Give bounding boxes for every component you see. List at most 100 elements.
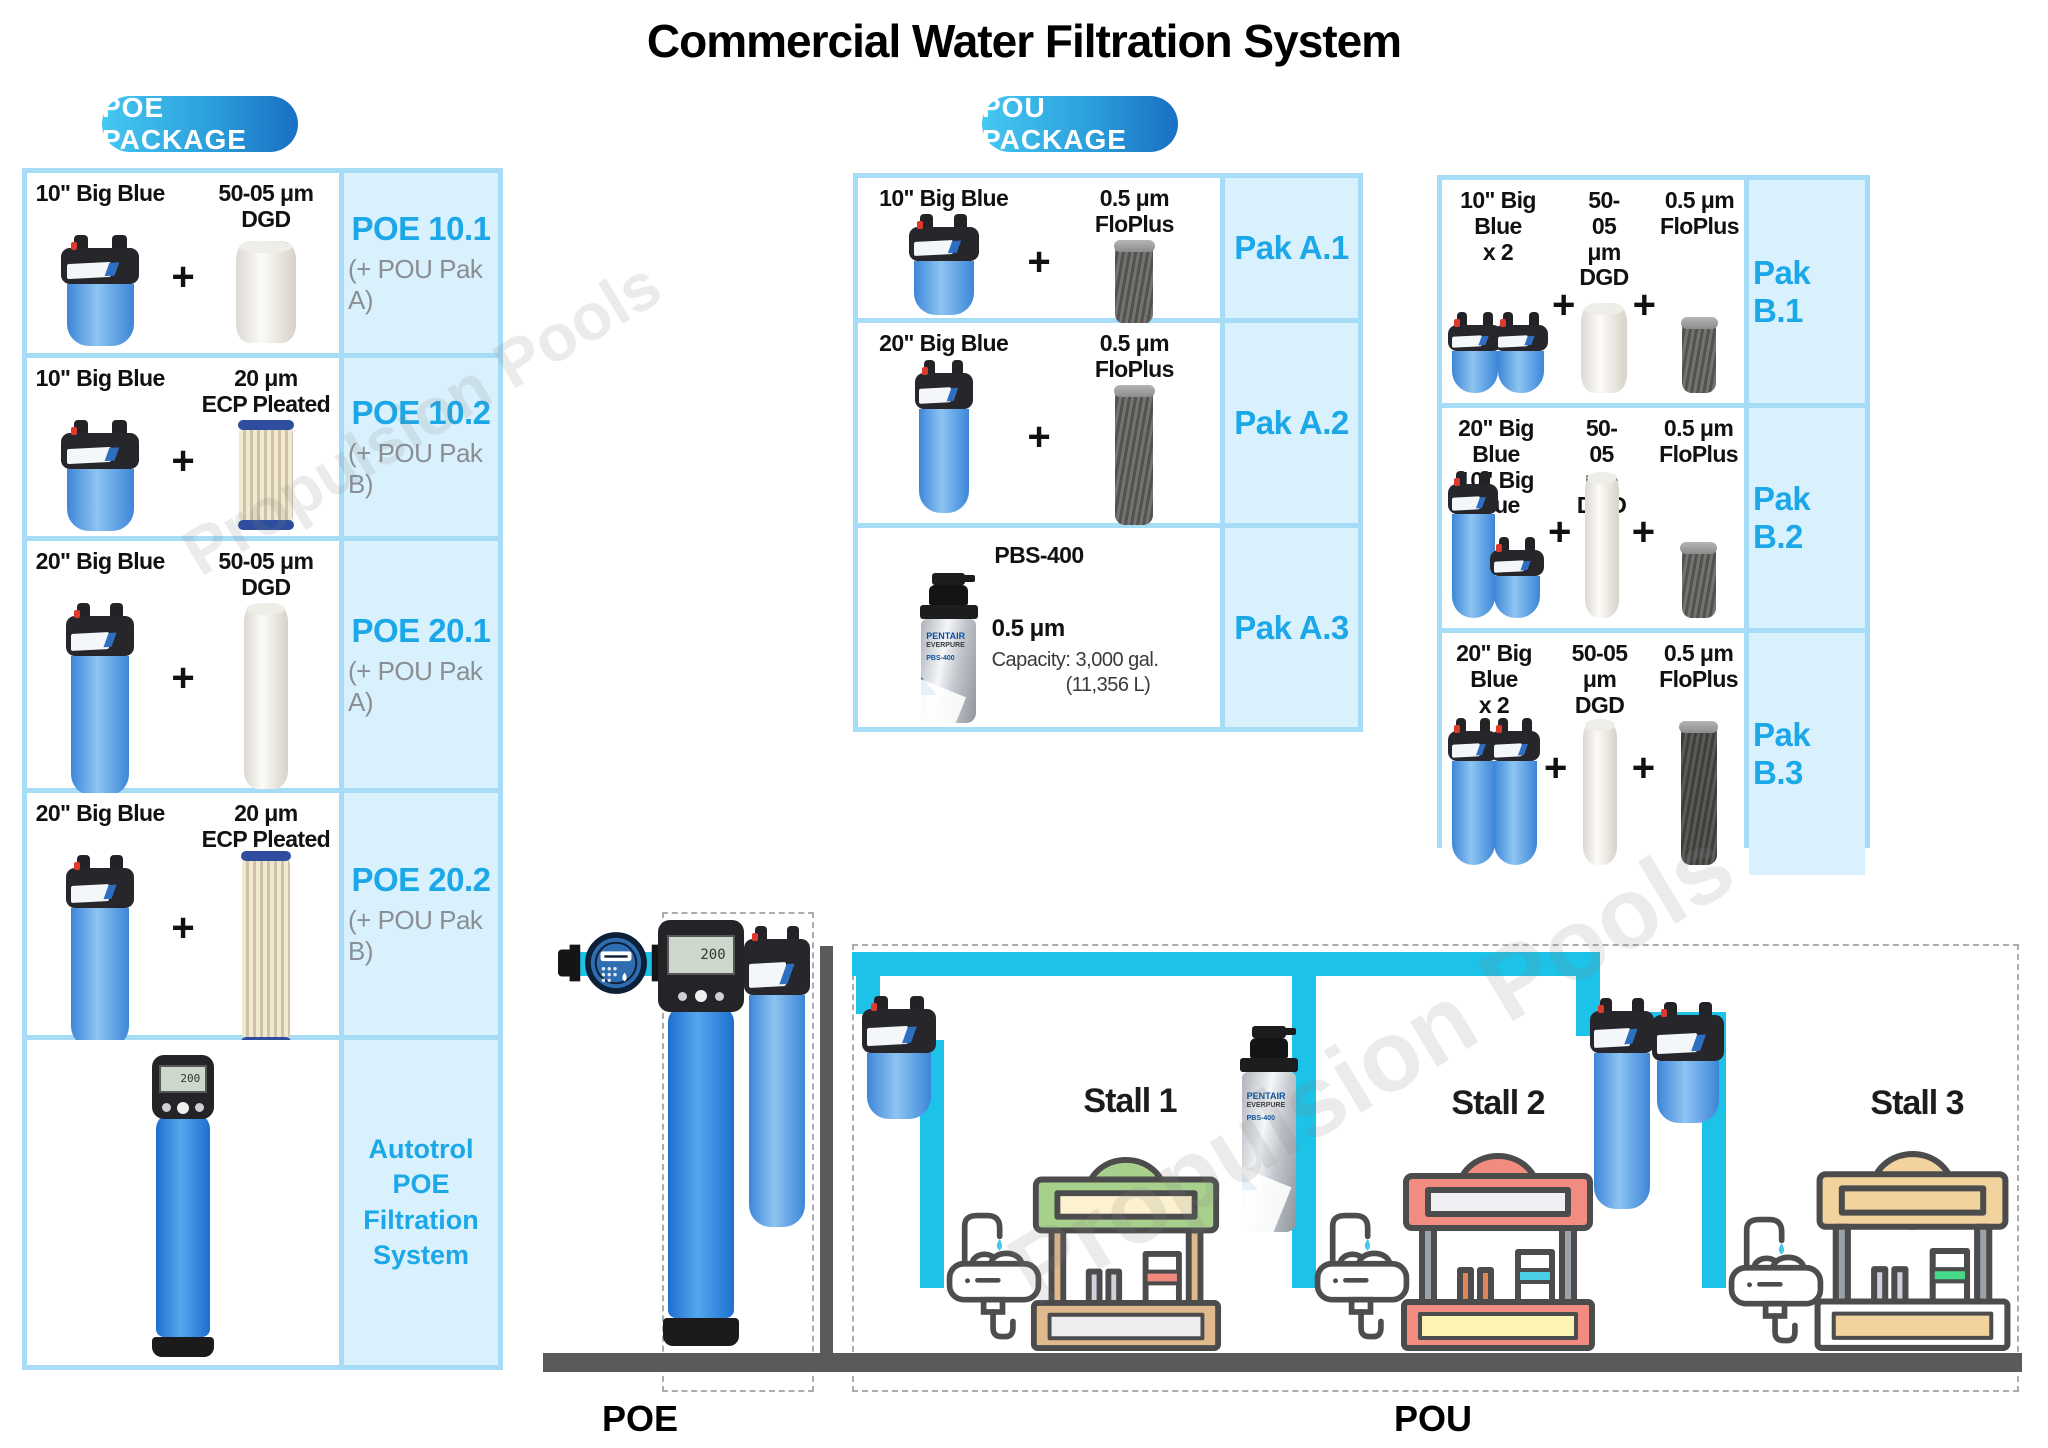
food-stall-icon xyxy=(1028,1152,1224,1359)
item-label: 50-05 μm DGD xyxy=(218,180,314,232)
poe-package-badge: POE PACKAGE xyxy=(102,92,298,155)
everpure-pbs400-icon: PENTAIR EVERPURE PBS-400 xyxy=(919,572,978,723)
dgd-cartridge-icon xyxy=(1584,472,1619,618)
item-label: 0.5 μm FloPlus xyxy=(1659,415,1738,467)
pakb-row2-result: Pak B.2 xyxy=(1749,408,1865,628)
item-label: 10" Big Blue xyxy=(879,185,1009,211)
poe-row2-result: POE 10.2 (+ POU Pak B) xyxy=(344,358,498,536)
everpure-brand: PENTAIR xyxy=(1246,1091,1286,1102)
poe-section-label: POE xyxy=(601,1398,679,1439)
pak-name: Pak B.3 xyxy=(1753,716,1811,792)
pakb-row1-items: 10" Big Blue x 2 + 50-05 μm DGD + 0.5 μm… xyxy=(1442,180,1744,403)
big-blue-housing-20in-icon xyxy=(744,926,810,1227)
sink-icon xyxy=(946,1212,1042,1340)
everpure-pbs400-icon: PENTAIR EVERPURE PBS-400 xyxy=(1240,1026,1298,1232)
stall-2-label: Stall 2 xyxy=(1451,1084,1545,1122)
poe-model-sub: (+ POU Pak B) xyxy=(348,438,483,499)
everpure-model: PBS-400 xyxy=(1246,1115,1276,1123)
item-label: 20" Big Blue xyxy=(35,800,166,826)
big-blue-housing-20in-icon xyxy=(66,855,135,1048)
poe-model: POE 20.1 xyxy=(351,611,491,649)
everpure-brand: PENTAIR xyxy=(926,630,966,641)
item-label: 20 μm ECP Pleated xyxy=(201,800,331,852)
plus-sign: + xyxy=(1027,414,1051,459)
stall-3-label: Stall 3 xyxy=(1870,1084,1964,1122)
item-label: 50-05 μm DGD xyxy=(1571,640,1628,718)
big-blue-housing-20in-icon xyxy=(1448,718,1498,866)
valve-display: 200 xyxy=(158,1064,208,1093)
pbs-capacity: Capacity: 3,000 gal. xyxy=(991,648,1159,671)
pbs-micron: 0.5 μm xyxy=(991,614,1066,642)
big-blue-housing-10in-icon xyxy=(61,420,140,531)
plus-sign: + xyxy=(1632,283,1657,327)
wall-divider xyxy=(820,946,833,1353)
dgd-cartridge-icon xyxy=(235,241,296,343)
autotrol-label: Autotrol POE Filtration System xyxy=(363,1134,479,1270)
item-label: 20" Big Blue 10" Big Blue xyxy=(1458,415,1534,518)
pakb-row1-result: Pak B.1 xyxy=(1749,180,1865,403)
plus-sign: + xyxy=(1631,745,1656,790)
valve-display: 200 xyxy=(667,934,735,976)
pleated-cartridge-icon xyxy=(237,420,294,530)
sink-icon xyxy=(1728,1216,1824,1344)
floplus-cartridge-icon xyxy=(1680,542,1717,618)
big-blue-housing-10in-icon xyxy=(908,214,979,315)
poe-model: POE 10.1 xyxy=(351,210,491,247)
poe-model-sub: (+ POU Pak B) xyxy=(348,905,483,966)
pou-section-outline xyxy=(852,944,2019,1392)
water-pipe xyxy=(852,952,1600,976)
water-meter-icon xyxy=(558,932,674,994)
pak-name: Pak B.1 xyxy=(1753,253,1811,329)
item-label: 10" Big Blue x 2 xyxy=(1460,187,1536,265)
poe-row4-items: 20" Big Blue + 20 μm ECP Pleated xyxy=(27,793,339,1048)
big-blue-housing-10in-icon xyxy=(1448,312,1502,393)
stall-1-label: Stall 1 xyxy=(1083,1082,1177,1120)
floplus-cartridge-icon xyxy=(1681,317,1718,393)
item-label: 0.5 μm FloPlus xyxy=(1660,187,1739,239)
item-label: 20 μm ECP Pleated xyxy=(201,365,331,417)
floplus-cartridge-icon xyxy=(1113,385,1155,525)
item-label: 50-05 μm DGD xyxy=(218,548,314,600)
plus-sign: + xyxy=(171,438,195,483)
item-label: 20" Big Blue xyxy=(35,548,166,574)
pak-name: Pak A.1 xyxy=(1234,229,1349,266)
pleated-cartridge-icon xyxy=(240,851,291,1047)
floplus-cartridge-icon xyxy=(1679,721,1718,866)
pbs-capacity-liters: (11,356 L) xyxy=(1065,673,1151,696)
poe-row4-result: POE 20.2 (+ POU Pak B) xyxy=(344,793,498,1035)
poe-row5-items: 200 xyxy=(27,1040,339,1365)
poe-row1-items: 10" Big Blue + 50-05 μm DGD xyxy=(27,173,339,353)
page-title: Commercial Water Filtration System xyxy=(646,15,1402,67)
poe-row3-items: 20" Big Blue + 50-05 μm DGD xyxy=(27,541,339,796)
pou-section-label: POU xyxy=(1393,1398,1472,1439)
plus-sign: + xyxy=(1548,509,1572,554)
pak-name: Pak A.2 xyxy=(1234,404,1349,441)
everpure-line: EVERPURE xyxy=(926,642,965,650)
pou-pak-a-table: 10" Big Blue + 0.5 μm FloPlus Pak A.1 20… xyxy=(853,173,1363,732)
floplus-cartridge-icon xyxy=(1113,240,1155,324)
big-blue-housing-20in-icon xyxy=(1490,718,1540,866)
dgd-cartridge-icon xyxy=(243,603,288,789)
pou-package-badge: POU PACKAGE xyxy=(982,92,1178,155)
big-blue-housing-20in-icon xyxy=(914,360,973,513)
poe-model: POE 10.2 xyxy=(351,394,491,431)
pou-pak-b-table: 10" Big Blue x 2 + 50-05 μm DGD + 0.5 μm… xyxy=(1437,175,1870,876)
dgd-cartridge-icon xyxy=(1582,719,1617,866)
pakb-row3-items: 20" Big Blue x 2 + 50-05 μm DGD + 0.5 μm… xyxy=(1442,633,1744,876)
big-blue-housing-10in-icon xyxy=(862,996,936,1119)
poe-row2-items: 10" Big Blue + 20 μm ECP Pleated xyxy=(27,358,339,536)
item-label: 0.5 μm FloPlus xyxy=(1094,185,1174,237)
plus-sign: + xyxy=(1544,745,1568,790)
item-label: 50-05 μm DGD xyxy=(1579,187,1629,291)
autotrol-system-icon: 200 xyxy=(658,920,744,1346)
pakb-row3-result: Pak B.3 xyxy=(1749,633,1865,876)
big-blue-housing-20in-icon xyxy=(1448,471,1498,618)
poe-row5-result: Autotrol POE Filtration System xyxy=(344,1040,498,1365)
poe-package-table: 10" Big Blue + 50-05 μm DGD POE 10.1 (+ … xyxy=(22,168,503,1370)
plus-sign: + xyxy=(171,656,195,700)
paka-row3-items: PBS-400 PENTAIR EVERPURE PBS-400 0.5 μm … xyxy=(858,528,1220,727)
autotrol-system-icon: 200 xyxy=(152,1054,214,1357)
poe-row1-result: POE 10.1 (+ POU Pak A) xyxy=(344,173,498,353)
plus-sign: + xyxy=(1631,509,1656,554)
